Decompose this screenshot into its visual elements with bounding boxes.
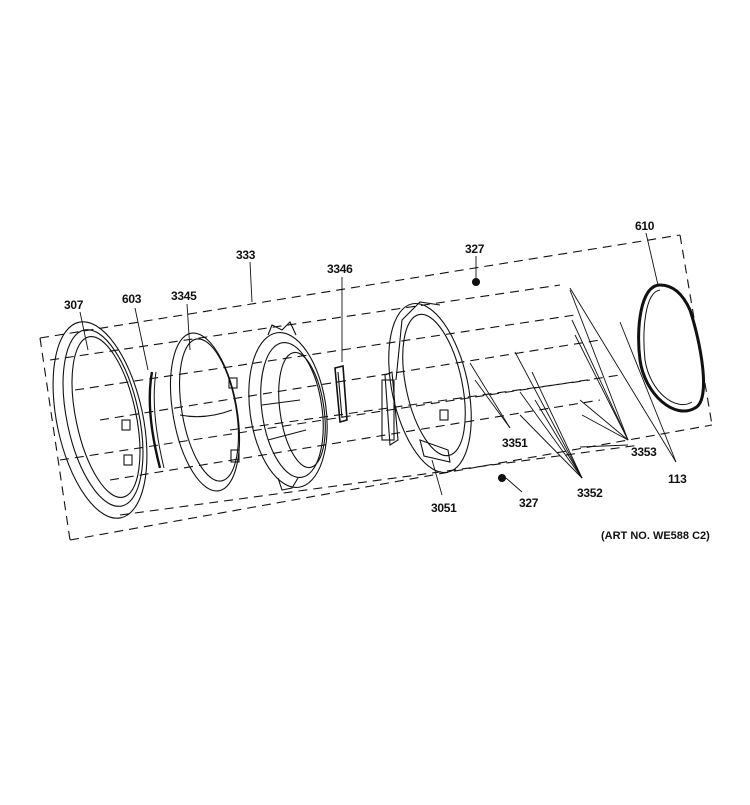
art-number: (ART NO. WE588 C2) xyxy=(601,530,710,542)
label-3352: 3352 xyxy=(577,486,603,500)
part-3346-insert xyxy=(335,366,347,422)
part-3051-frame xyxy=(381,296,485,480)
leader-lines xyxy=(80,233,676,495)
part-3345-glass xyxy=(160,328,251,497)
label-333: 333 xyxy=(236,248,256,262)
dashed-assembly-box xyxy=(40,235,712,540)
label-3345: 3345 xyxy=(171,289,197,303)
part-333-frame xyxy=(240,322,337,493)
label-3051: 3051 xyxy=(431,501,457,515)
label-610: 610 xyxy=(635,219,655,233)
part-610-gasket xyxy=(639,285,704,411)
part-327-screws xyxy=(471,277,507,483)
label-603: 603 xyxy=(122,292,142,306)
label-3346: 3346 xyxy=(327,262,353,276)
part-307-door-ring xyxy=(37,313,163,527)
label-3353: 3353 xyxy=(631,445,657,459)
label-327-bottom: 327 xyxy=(519,496,539,510)
part-603-strip xyxy=(150,372,164,468)
label-3351: 3351 xyxy=(502,436,528,450)
label-307: 307 xyxy=(64,298,84,312)
label-327-top: 327 xyxy=(465,242,485,256)
label-113: 113 xyxy=(668,472,687,486)
